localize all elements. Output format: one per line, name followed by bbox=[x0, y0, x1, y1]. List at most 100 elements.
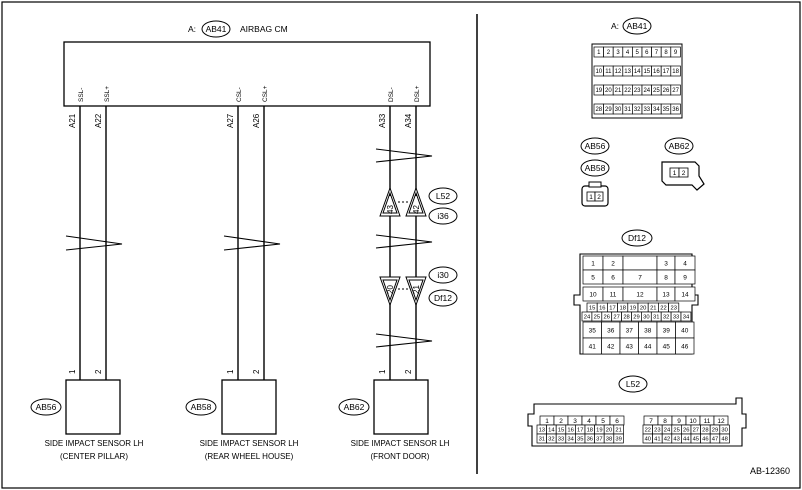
df12-pin-12: 12 bbox=[636, 291, 644, 298]
l52-pin-45: 45 bbox=[693, 437, 699, 443]
sensor-front-door: AB62 SIDE IMPACT SENSOR LH (FRONT DOOR) bbox=[338, 379, 450, 461]
l52-pin-34: 34 bbox=[567, 437, 574, 443]
l52-pin-39: 39 bbox=[615, 437, 621, 443]
ab41-pin-9-cell bbox=[670, 46, 681, 58]
l52-name: L52 bbox=[626, 379, 640, 389]
df12-pin-19: 19 bbox=[630, 306, 636, 312]
ab41-pin-15: 15 bbox=[643, 69, 650, 75]
l52-pin-28: 28 bbox=[702, 428, 708, 434]
connector-view-ab62: AB62 1 2 bbox=[661, 137, 705, 191]
twist-center-pillar bbox=[65, 235, 123, 251]
sensor-2-line1: SIDE IMPACT SENSOR LH bbox=[200, 439, 299, 448]
ab41-pin-29: 29 bbox=[605, 107, 612, 113]
ab41-pin-28: 28 bbox=[595, 107, 602, 113]
df12-pin-30: 30 bbox=[643, 315, 649, 321]
label-i30: i30 bbox=[437, 270, 449, 280]
df12-pin-28: 28 bbox=[623, 315, 629, 321]
df12-pin-25: 25 bbox=[594, 315, 600, 321]
sensor-rear-wheel-house: AB58 SIDE IMPACT SENSOR LH (REAR WHEEL H… bbox=[185, 379, 299, 461]
ab58-oval bbox=[580, 159, 610, 177]
l52-pin-30: 30 bbox=[721, 428, 727, 434]
df12-pin-7: 7 bbox=[638, 274, 642, 281]
sensor-box-2 bbox=[221, 379, 277, 435]
sig-csl-minus: CSL- bbox=[236, 87, 243, 102]
df12-pin-45: 45 bbox=[663, 343, 671, 350]
l52-pin-6: 6 bbox=[615, 418, 619, 425]
ab41-pin-36: 36 bbox=[672, 107, 679, 113]
oval-ab62 bbox=[338, 398, 370, 416]
df12-pin-36: 36 bbox=[607, 327, 615, 334]
airbag-cm-box bbox=[63, 41, 431, 107]
df12-pin-11: 11 bbox=[610, 291, 617, 298]
l52-pin-32: 32 bbox=[548, 437, 554, 443]
l52-pin-48-cell bbox=[719, 433, 730, 444]
l52-pin-33: 33 bbox=[558, 437, 564, 443]
sig-dsl-plus: DSL+ bbox=[414, 85, 421, 102]
ab41-pin-6: 6 bbox=[645, 50, 649, 56]
ab41-pin-16: 16 bbox=[653, 69, 660, 75]
l52-pin-7: 7 bbox=[649, 418, 653, 425]
l52-pin-20: 20 bbox=[606, 428, 612, 434]
oval-ab58 bbox=[185, 398, 217, 416]
l52-oval bbox=[618, 375, 648, 393]
df12-pin-27: 27 bbox=[613, 315, 619, 321]
label-ab62: AB62 bbox=[344, 402, 365, 412]
l52-pin-27: 27 bbox=[693, 428, 699, 434]
ab41-pin-23: 23 bbox=[634, 88, 641, 94]
oval-i36 bbox=[428, 207, 458, 225]
ab41-pin-32: 32 bbox=[634, 107, 641, 113]
l52-pin-9: 9 bbox=[677, 418, 681, 425]
l52-pin-38: 38 bbox=[606, 437, 612, 443]
l52-pin-42: 42 bbox=[664, 437, 670, 443]
sensor-box-1 bbox=[65, 379, 121, 435]
ab41-pin-20: 20 bbox=[605, 88, 612, 94]
sensor-1-line1: SIDE IMPACT SENSOR LH bbox=[45, 439, 144, 448]
sensor-3-line1: SIDE IMPACT SENSOR LH bbox=[351, 439, 450, 448]
sensor-box-3 bbox=[373, 379, 429, 435]
df12-pin-39: 39 bbox=[663, 327, 671, 334]
label-df12: Df12 bbox=[434, 293, 452, 303]
l52-pin-16: 16 bbox=[567, 428, 573, 434]
df12-pin-29: 29 bbox=[633, 315, 639, 321]
l52-pin-1: 1 bbox=[545, 418, 549, 425]
ab41-pin-8: 8 bbox=[664, 50, 668, 56]
oval-df12 bbox=[428, 289, 458, 307]
pin-a33: A33 bbox=[378, 113, 387, 128]
l52-pin-4: 4 bbox=[587, 418, 591, 425]
s1-pin2: 2 bbox=[94, 369, 103, 374]
l52-pin-10: 10 bbox=[689, 418, 697, 425]
ab56-latch bbox=[588, 181, 602, 188]
s3-pin2: 2 bbox=[404, 369, 413, 374]
oval-l52 bbox=[428, 187, 458, 205]
ab41-pin-18: 18 bbox=[672, 69, 679, 75]
ab41-pin-14: 14 bbox=[634, 69, 641, 75]
ab56-pin1: 1 bbox=[589, 194, 593, 201]
s2-pin2: 2 bbox=[252, 369, 261, 374]
pin-20: 20 bbox=[386, 285, 395, 294]
label-ab58: AB58 bbox=[191, 402, 212, 412]
ab56-name: AB56 bbox=[585, 141, 606, 151]
s2-pin1: 1 bbox=[226, 369, 235, 374]
l52-pin-18: 18 bbox=[587, 428, 593, 434]
cm-name: AIRBAG CM bbox=[240, 24, 288, 34]
ab41-oval bbox=[622, 17, 652, 35]
connector-view-ab56-ab58: AB56 AB58 1 2 bbox=[580, 137, 610, 207]
l52-pin-37: 37 bbox=[596, 437, 602, 443]
ab41-pin-35: 35 bbox=[663, 107, 670, 113]
ab41-pin-25: 25 bbox=[653, 88, 660, 94]
df12-pin-5: 5 bbox=[591, 274, 595, 281]
df12-pin-blank-cell bbox=[622, 255, 658, 271]
l52-pin-31: 31 bbox=[539, 437, 545, 443]
pin-a27: A27 bbox=[226, 113, 235, 128]
pin-21: 21 bbox=[412, 285, 421, 294]
pin-a22: A22 bbox=[94, 113, 103, 128]
df12-pin-42: 42 bbox=[607, 343, 615, 350]
df12-pin-43: 43 bbox=[626, 343, 634, 350]
df12-pin-44: 44 bbox=[644, 343, 652, 350]
s3-pin1: 1 bbox=[378, 369, 387, 374]
l52-pin-44: 44 bbox=[683, 437, 690, 443]
df12-pin-21: 21 bbox=[650, 306, 656, 312]
l52-pin-21: 21 bbox=[615, 428, 621, 434]
l52-pin-36: 36 bbox=[587, 437, 593, 443]
